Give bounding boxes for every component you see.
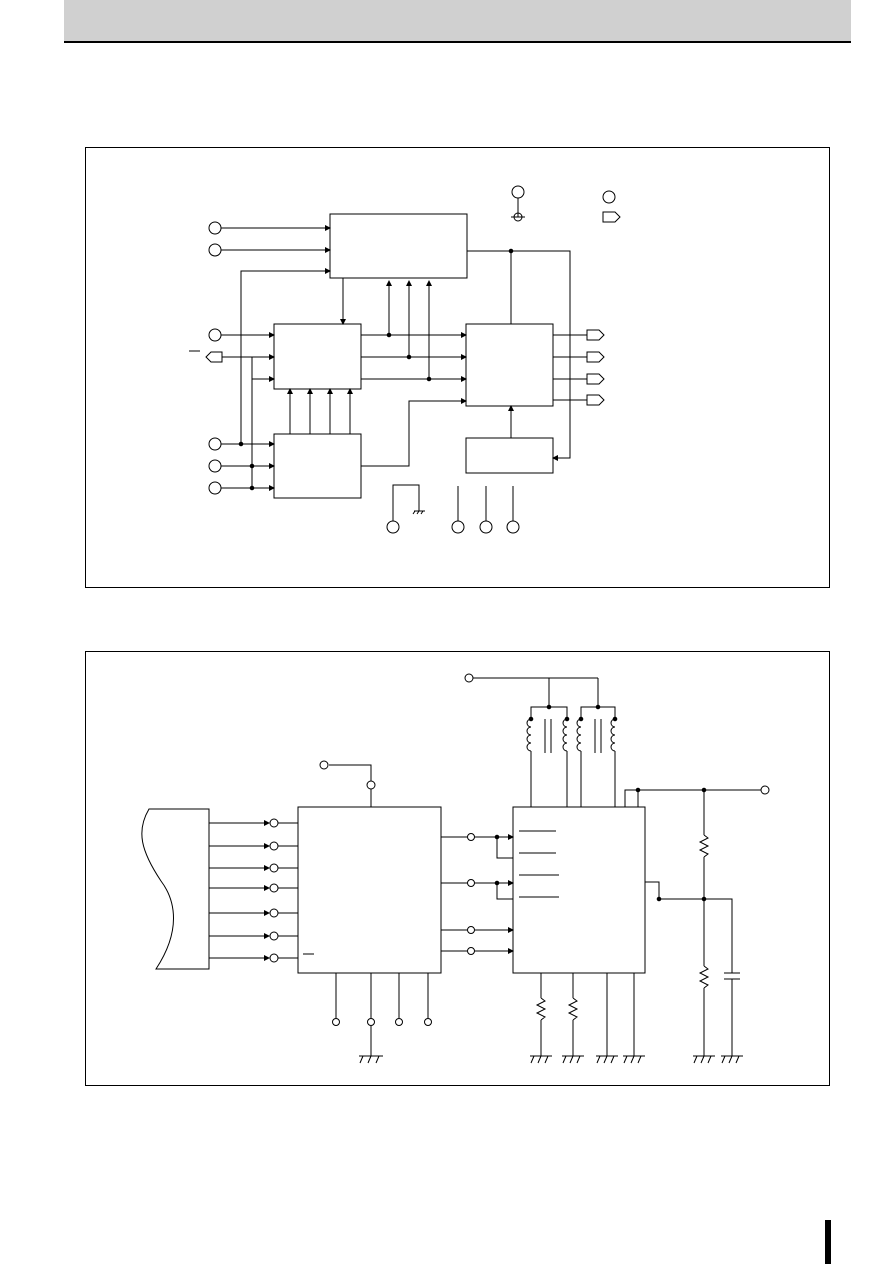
signal-line [467,250,571,461]
block-lower-right [465,437,554,474]
pin-circle [464,673,474,683]
pin-circle [506,520,520,534]
junction-dot [406,354,412,360]
ic2-inner-lines [519,830,559,898]
io-pin-icon [205,351,223,363]
connector-lines [209,818,298,963]
block-mid-right [465,323,554,407]
ic-interconnect [441,833,514,955]
block-diagram [189,185,621,534]
output-pin-icon [586,351,605,363]
output-pin-icon [586,373,605,385]
ground-icon [412,510,416,515]
junction-dot [249,485,255,491]
page-header-bar [64,0,851,43]
ic-controller [297,806,442,974]
output-pin-icon [586,329,605,341]
application-circuit-frame [85,651,830,1086]
junction-dot [508,248,514,254]
ground-icon [416,510,420,515]
ic-driver [512,806,646,974]
pin-circle [479,520,493,534]
signal-line [392,484,420,521]
pin-circle [208,243,222,257]
supply-line [329,764,372,781]
block-top [329,213,468,279]
signal-line [361,398,467,467]
ic1-bottom-pins [332,973,432,1064]
junction-dot [386,332,392,338]
pin-circle [208,481,222,495]
junction-dot [249,463,255,469]
pin-circle [386,520,400,534]
pin-circle [208,437,222,451]
connector-shape [141,808,210,970]
junction-dot [426,376,432,382]
legend-output-pin-icon [602,211,621,223]
pin-circle [208,459,222,473]
block-mid-left [273,323,362,390]
ground-icon [420,510,424,515]
motor-coil-icon [576,704,618,807]
page-edge-mark [825,1220,831,1264]
application-circuit [141,673,770,1064]
legend-pin-circle-icon [511,185,525,199]
pin-circle [319,760,329,770]
signal-line [240,268,331,444]
motor-coil-icon [526,704,570,807]
block-lower-left [273,433,362,499]
junction-dot [238,441,244,447]
block-diagram-frame [85,147,830,588]
pin-circle [451,520,465,534]
pin-circle [366,780,376,790]
pin-circle [208,221,222,235]
ic2-bottom-network [535,973,635,1056]
output-pin-icon [586,394,605,406]
legend-pin-circle-icon [602,190,616,204]
reference-network [624,785,770,1056]
signal-line [251,376,275,488]
pin-circle [208,328,222,342]
ground-icon [530,1055,743,1064]
